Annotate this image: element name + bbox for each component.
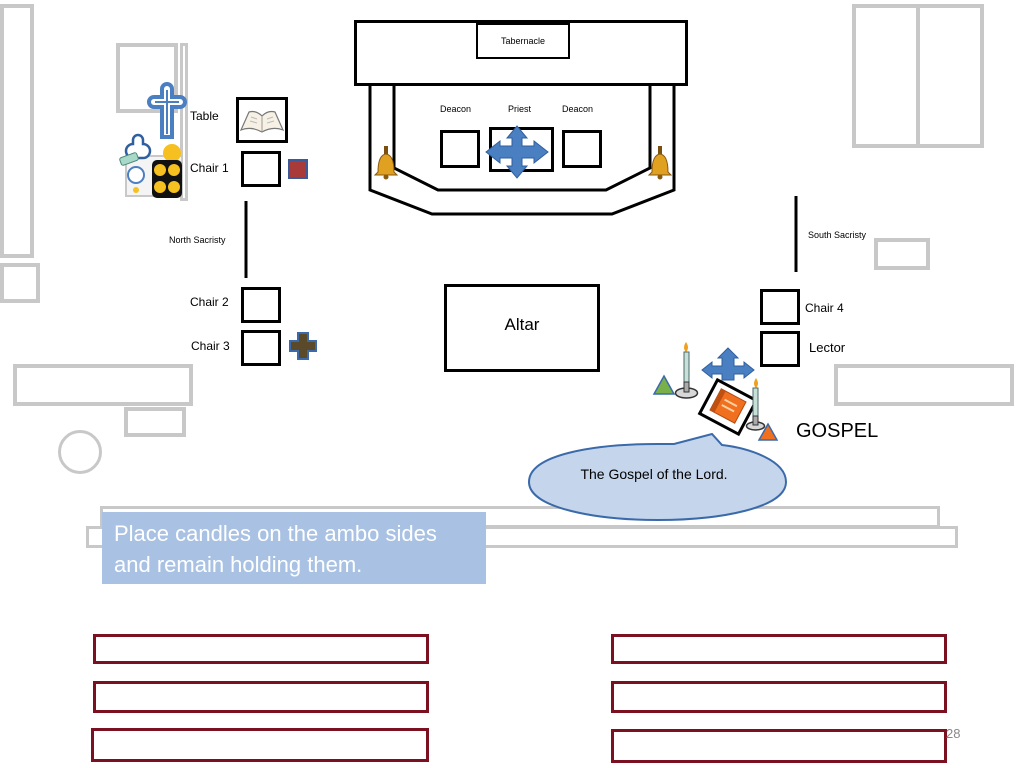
lector-seat[interactable] xyxy=(760,331,800,367)
chair2-label: Chair 2 xyxy=(190,295,229,309)
altar[interactable]: Altar xyxy=(444,284,600,372)
credence-panel xyxy=(116,43,178,113)
instruction-box: Place candles on the ambo sides and rema… xyxy=(102,512,486,584)
tabernacle-label: Tabernacle xyxy=(500,36,546,46)
south-sacristy-label: South Sacristy xyxy=(808,230,867,240)
pew-right-1 xyxy=(611,634,947,664)
chair1-label: Chair 1 xyxy=(190,161,229,175)
tabernacle-box: Tabernacle xyxy=(476,23,570,59)
deacon-right-label: Deacon xyxy=(562,104,594,114)
bell-icon xyxy=(648,146,672,180)
pew-right-2 xyxy=(611,681,947,713)
chair2-seat[interactable] xyxy=(241,287,281,323)
deacon-left-seat[interactable] xyxy=(440,130,480,168)
triangle-marker-icon xyxy=(757,422,779,441)
right-window-divider xyxy=(916,4,920,148)
speech-bubble-shape xyxy=(527,432,788,522)
speech-bubble-text: The Gospel of the Lord. xyxy=(580,466,728,482)
left-bench-small xyxy=(124,407,186,437)
south-sacristy-box xyxy=(874,238,930,270)
pew-left-1 xyxy=(93,634,429,664)
gospel-label: GOSPEL xyxy=(796,420,879,442)
tabernacle-canopy xyxy=(354,20,688,86)
plus-marker-icon xyxy=(289,332,317,360)
sanctuary-step-lower xyxy=(86,526,958,548)
cruets-icon xyxy=(119,133,152,193)
table-label: Table xyxy=(190,109,219,123)
chair1-seat[interactable] xyxy=(241,151,281,187)
cross-icon xyxy=(701,347,755,381)
font-circle xyxy=(58,430,102,474)
bell-icon xyxy=(374,146,398,180)
credence-side xyxy=(180,43,188,201)
chair4-seat[interactable] xyxy=(760,289,800,325)
ambo-group xyxy=(652,342,779,441)
chair3-label: Chair 3 xyxy=(191,339,230,353)
north-sacristy-label: North Sacristy xyxy=(169,235,226,245)
triangle-marker-icon xyxy=(652,374,676,395)
ciborium-icon xyxy=(152,144,182,198)
candle-icon xyxy=(745,378,766,431)
left-small-box xyxy=(0,263,40,303)
book-icon xyxy=(239,110,285,133)
candle-icon xyxy=(674,342,699,399)
square-marker-icon xyxy=(288,159,308,179)
chair3-seat[interactable] xyxy=(241,330,281,366)
page-number: 28 xyxy=(946,726,961,741)
deacon-left-label: Deacon xyxy=(440,104,472,114)
priest-label: Priest xyxy=(508,104,532,114)
left-bench xyxy=(13,364,193,406)
chair4-label: Chair 4 xyxy=(805,301,844,315)
table-box[interactable] xyxy=(236,97,288,143)
altar-label: Altar xyxy=(504,315,540,334)
instruction-text: Place candles on the ambo sides and rema… xyxy=(114,521,437,577)
cross-icon xyxy=(147,82,187,139)
pew-left-2 xyxy=(93,681,429,713)
arrows-icon xyxy=(485,125,549,179)
lector-label: Lector xyxy=(809,340,846,355)
left-wall-panel xyxy=(0,4,34,258)
pew-right-3 xyxy=(611,729,947,763)
pew-left-3 xyxy=(91,728,429,762)
gospel-book-icon xyxy=(709,388,747,424)
right-bench xyxy=(834,364,1014,406)
deacon-right-seat[interactable] xyxy=(562,130,602,168)
